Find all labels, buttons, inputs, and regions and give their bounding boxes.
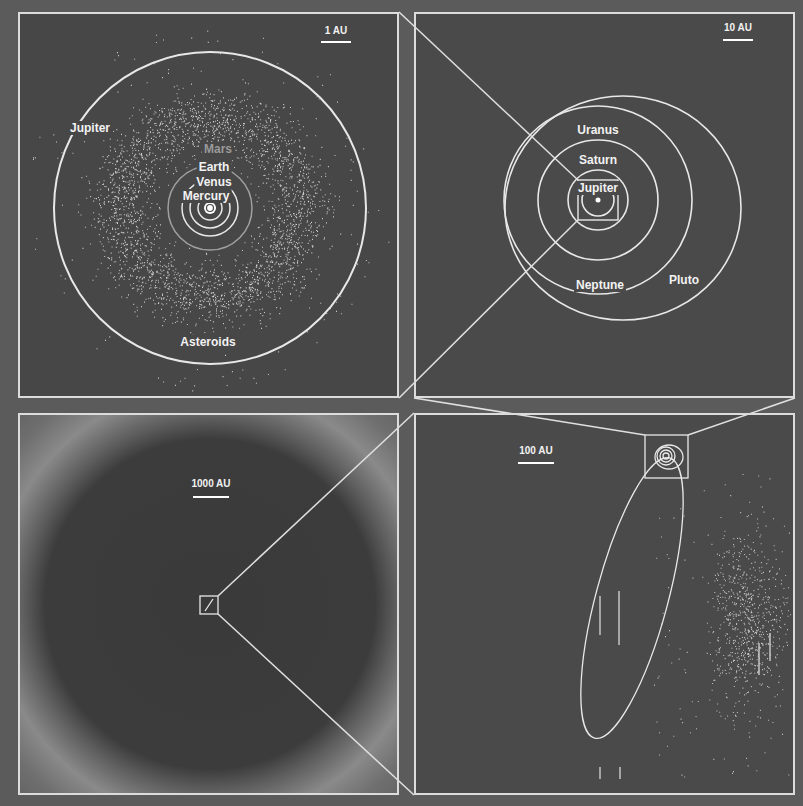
scale-bar — [321, 41, 351, 43]
asteroid-belt — [33, 31, 389, 391]
zoom-line — [414, 398, 645, 435]
scale-bar — [518, 462, 554, 464]
body-label: Neptune — [574, 278, 626, 292]
panel-ground — [18, 12, 399, 398]
kuiper-region — [518, 435, 791, 779]
scale-panel: 1000 AU — [18, 413, 399, 795]
orbit — [655, 445, 683, 469]
streak — [599, 596, 600, 635]
oort-region — [193, 497, 229, 614]
body-label: Uranus — [575, 123, 620, 137]
inner-system — [33, 31, 389, 391]
zoom-line — [688, 398, 795, 435]
scale-label: 1 AU — [323, 25, 349, 37]
body-label: Mars — [202, 142, 234, 156]
scale-bar — [723, 39, 753, 41]
comet-orbit — [560, 449, 705, 748]
orbit — [54, 52, 366, 364]
zoom-line — [399, 12, 578, 180]
body-label: Jupiter — [576, 181, 620, 195]
streak — [758, 643, 759, 675]
body-label: Pluto — [667, 273, 701, 287]
panel-ground — [414, 413, 795, 795]
zoom-line — [218, 413, 414, 596]
orbit — [657, 447, 675, 465]
scattered-objects — [654, 475, 791, 778]
body-label: Earth — [197, 160, 232, 174]
comet-orbit — [205, 599, 213, 611]
panel-ground — [414, 12, 795, 398]
streak — [769, 633, 770, 661]
orbit — [660, 450, 672, 462]
orbit — [505, 96, 741, 320]
sun — [207, 205, 214, 212]
body-label: Venus — [194, 175, 233, 189]
body-label: Mercury — [181, 189, 232, 203]
scale-bar — [193, 496, 229, 498]
scale-panel: 1 AU JupiterMarsEarthVenusMercuryAsteroid… — [18, 12, 399, 398]
body-label: Jupiter — [68, 121, 112, 135]
oort-cloud — [18, 413, 399, 795]
sun — [596, 198, 601, 203]
zoom-frame — [645, 435, 688, 478]
streak — [599, 767, 600, 779]
zoom-line — [399, 220, 578, 398]
body-label: Saturn — [577, 153, 619, 167]
outer-planets — [504, 40, 753, 320]
scale-panel: 10 AU UranusSaturnJupiterNeptune Pluto — [414, 12, 795, 398]
orbit — [168, 166, 252, 250]
zoom-line — [218, 614, 414, 795]
scale-panel: 100 AU — [414, 413, 795, 795]
scale-label: 1000 AU — [189, 478, 232, 490]
streak — [619, 767, 620, 779]
scale-label: 100 AU — [517, 445, 555, 457]
streak — [618, 591, 619, 645]
body-label: Asteroids — [178, 335, 237, 349]
scale-label: 10 AU — [722, 22, 754, 34]
sun — [204, 202, 216, 214]
zoom-frame — [200, 596, 218, 614]
